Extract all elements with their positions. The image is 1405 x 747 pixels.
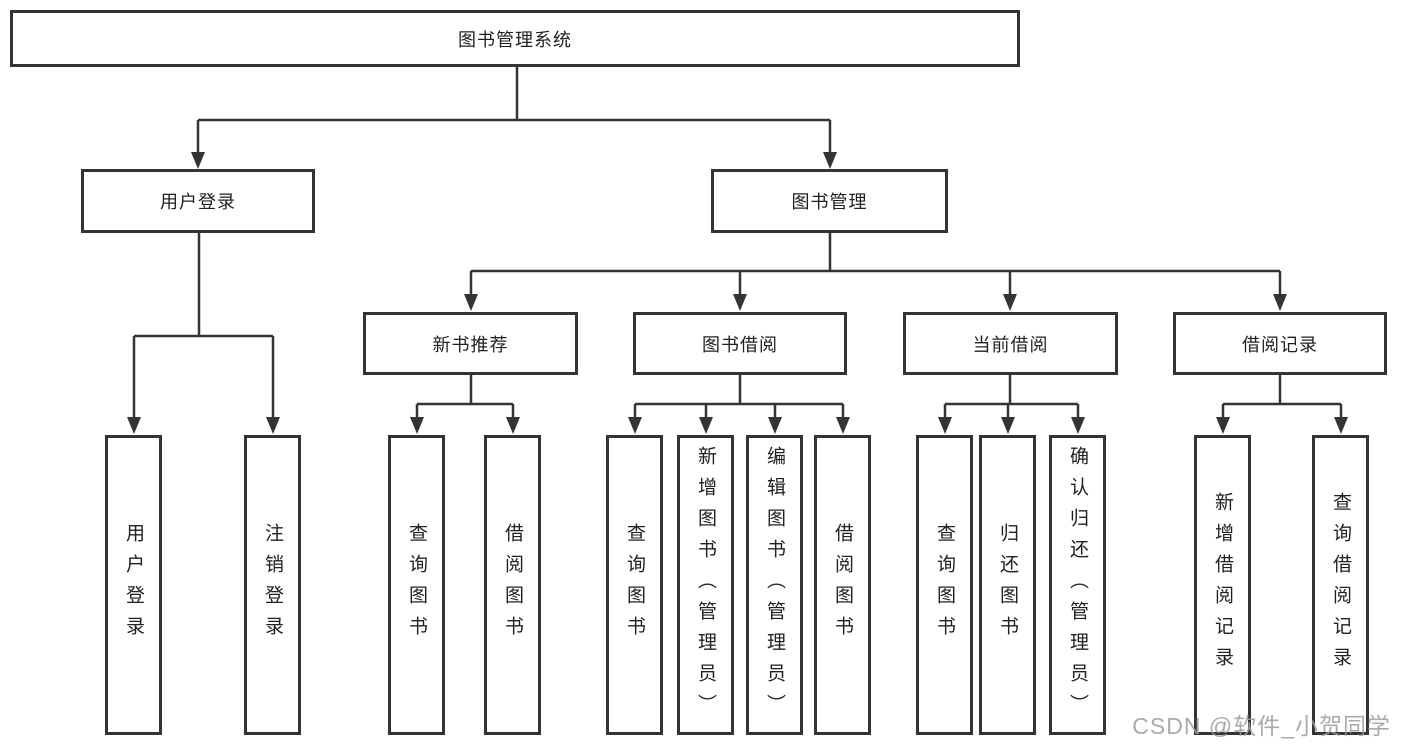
leaf-label: 借阅图书 bbox=[502, 523, 523, 647]
leaf-label: 注销登录 bbox=[262, 523, 283, 647]
leaf-label: 新增图书（管理员） bbox=[695, 445, 716, 725]
leaf-label: 编辑图书（管理员） bbox=[764, 445, 785, 725]
node-current-borrow: 当前借阅 bbox=[903, 312, 1118, 375]
leaf-logout: 注销登录 bbox=[244, 435, 301, 735]
leaf-query-books: 查询图书 bbox=[916, 435, 973, 735]
leaf-add-borrow-record: 新增借阅记录 bbox=[1194, 435, 1251, 735]
node-borrow-records: 借阅记录 bbox=[1173, 312, 1387, 375]
leaf-label: 归还图书 bbox=[997, 523, 1018, 647]
leaf-label: 借阅图书 bbox=[832, 523, 853, 647]
leaf-label: 查询图书 bbox=[406, 523, 427, 647]
leaf-edit-books-admin: 编辑图书（管理员） bbox=[746, 435, 803, 735]
leaf-label: 确认归还（管理员） bbox=[1067, 445, 1088, 725]
node-new-book-recommend: 新书推荐 bbox=[363, 312, 578, 375]
node-library-system: 图书管理系统 bbox=[10, 10, 1020, 67]
node-book-management: 图书管理 bbox=[711, 169, 948, 233]
leaf-add-books-admin: 新增图书（管理员） bbox=[677, 435, 734, 735]
node-book-borrow: 图书借阅 bbox=[633, 312, 847, 375]
leaf-return-books: 归还图书 bbox=[979, 435, 1036, 735]
leaf-borrow-books: 借阅图书 bbox=[484, 435, 541, 735]
leaf-user-login: 用户登录 bbox=[105, 435, 162, 735]
leaf-label: 查询图书 bbox=[934, 523, 955, 647]
leaf-confirm-return-admin: 确认归还（管理员） bbox=[1049, 435, 1106, 735]
leaf-query-borrow-record: 查询借阅记录 bbox=[1312, 435, 1369, 735]
leaf-query-books: 查询图书 bbox=[606, 435, 663, 735]
leaf-label: 查询图书 bbox=[624, 523, 645, 647]
leaf-borrow-books: 借阅图书 bbox=[814, 435, 871, 735]
leaf-label: 用户登录 bbox=[123, 523, 144, 647]
leaf-label: 查询借阅记录 bbox=[1330, 492, 1351, 678]
csdn-watermark: CSDN @软件_小贺同学 bbox=[1132, 713, 1391, 739]
leaf-query-books: 查询图书 bbox=[388, 435, 445, 735]
leaf-label: 新增借阅记录 bbox=[1212, 492, 1233, 678]
node-user-login: 用户登录 bbox=[81, 169, 315, 233]
